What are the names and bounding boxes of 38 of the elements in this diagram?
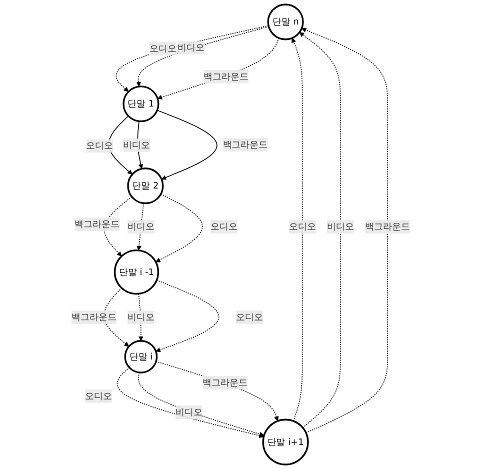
- edge-label: 비디오: [175, 406, 202, 418]
- edge-label: 오디오: [210, 221, 238, 232]
- edge-label: 백그라운드: [222, 139, 268, 150]
- edge-label: 오디오: [86, 140, 113, 151]
- arrow: [157, 38, 280, 100]
- edge-label: 오디오: [288, 221, 316, 232]
- edge-label: 백그라운드: [364, 221, 410, 232]
- edge-label: 오디오: [149, 43, 176, 54]
- arrow: [155, 360, 278, 422]
- arrow: [136, 26, 269, 87]
- edge-label: 비디오: [122, 140, 150, 150]
- arrow: [301, 28, 388, 434]
- edge-label: 비디오: [127, 312, 154, 322]
- arrow: [116, 25, 269, 92]
- edge-label: 백그라운드: [202, 377, 248, 388]
- arrow: [156, 110, 218, 180]
- arrow: [138, 372, 264, 436]
- arrow: [155, 193, 203, 262]
- edge-label: 비디오: [177, 42, 204, 53]
- edge-label: 백그라운드: [74, 218, 120, 230]
- arrow: [116, 367, 264, 438]
- arrow: [291, 38, 303, 422]
- edge-label: 비디오: [127, 221, 154, 232]
- node-circle: 단말 1: [122, 86, 160, 122]
- node-circle: 단말 n: [267, 4, 304, 40]
- arrow: [104, 196, 132, 256]
- node-circle: 단말 i -1: [114, 250, 159, 295]
- node-circle: 단말 i: [124, 340, 158, 374]
- edge-label: 오디오: [236, 312, 263, 322]
- edge-label: 비디오: [326, 221, 354, 232]
- node-circle: 단말 2: [126, 168, 164, 204]
- arrow: [155, 280, 220, 352]
- arrow: [299, 32, 341, 428]
- edge-label: 백그라운드: [71, 312, 116, 322]
- arrow: [103, 287, 129, 347]
- node-circle: 단말 i+1: [262, 418, 309, 466]
- edge-label: 오디오: [84, 390, 112, 402]
- edge-label: 백그라운드: [203, 71, 248, 82]
